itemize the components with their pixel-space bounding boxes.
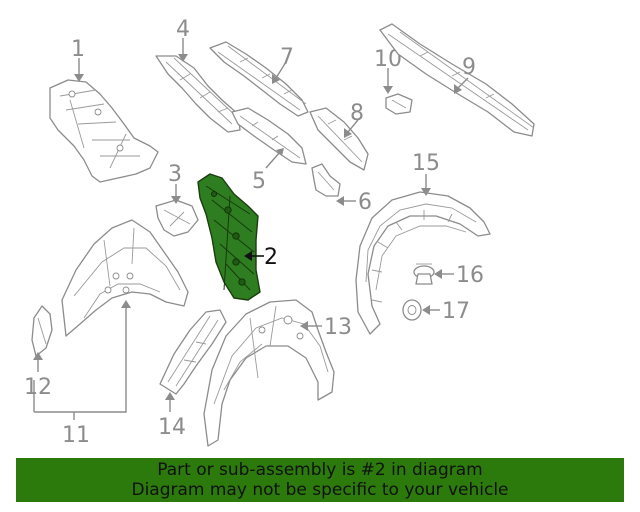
leader-11 [34, 306, 127, 413]
part-17[interactable] [402, 299, 422, 321]
callout-4[interactable]: 4 [176, 17, 190, 42]
arrowhead-9 [454, 84, 462, 94]
part-15[interactable] [355, 191, 491, 335]
arrowhead-3 [171, 196, 181, 204]
callout-11[interactable]: 11 [62, 423, 90, 448]
callout-2[interactable]: 2 [264, 245, 278, 270]
callout-3[interactable]: 3 [168, 162, 182, 187]
parts-diagram: 1 4 7 8 5 6 10 [24, 17, 535, 448]
callout-16[interactable]: 16 [456, 263, 484, 288]
arrowhead-5 [276, 148, 284, 156]
arrowhead-4 [178, 54, 188, 62]
arrowhead-6 [336, 196, 344, 206]
arrowhead-8 [344, 128, 352, 138]
arrowhead-14 [165, 392, 175, 400]
callout-15[interactable]: 15 [412, 151, 440, 176]
arrowhead-13 [300, 321, 308, 331]
part-10[interactable] [385, 93, 413, 115]
part-5[interactable] [231, 107, 307, 165]
arrowhead-12 [33, 352, 43, 360]
arrowhead-15 [421, 188, 431, 196]
part-3[interactable] [155, 199, 199, 237]
arrowhead-16 [434, 269, 442, 279]
callout-1[interactable]: 1 [71, 37, 85, 62]
part-2[interactable] [197, 173, 261, 301]
part-8[interactable] [309, 107, 369, 171]
part-13[interactable] [203, 299, 335, 447]
leader-8 [347, 119, 359, 133]
part-6[interactable] [311, 163, 341, 197]
leader-7 [275, 61, 287, 79]
callout-13[interactable]: 13 [324, 315, 352, 340]
arrowhead-10 [383, 86, 393, 94]
callout-7[interactable]: 7 [280, 45, 294, 70]
part-9[interactable] [379, 23, 535, 137]
info-banner: Part or sub-assembly is #2 in diagram Di… [16, 458, 624, 502]
part-16[interactable] [413, 263, 435, 285]
arrowhead-17 [422, 305, 430, 315]
part-12[interactable] [31, 305, 53, 357]
callout-6[interactable]: 6 [358, 190, 372, 215]
part-11[interactable] [61, 219, 189, 337]
callout-14[interactable]: 14 [158, 415, 186, 440]
arrowhead-2 [244, 251, 252, 261]
arrowhead-1 [74, 74, 84, 82]
banner-line-2: Diagram may not be specific to your vehi… [131, 480, 509, 500]
callout-8[interactable]: 8 [350, 101, 364, 126]
leader-9 [457, 77, 469, 89]
callout-17[interactable]: 17 [442, 299, 470, 324]
part-7[interactable] [209, 41, 309, 117]
part-4[interactable] [155, 55, 241, 133]
part-1[interactable] [49, 79, 159, 183]
leader-5 [265, 151, 281, 169]
callout-12[interactable]: 12 [24, 375, 52, 400]
part-14[interactable] [159, 309, 227, 395]
arrowhead-11 [121, 300, 131, 308]
arrowhead-7 [272, 74, 280, 84]
callout-5[interactable]: 5 [252, 169, 266, 194]
callout-9[interactable]: 9 [462, 55, 476, 80]
banner-line-1: Part or sub-assembly is #2 in diagram [157, 460, 483, 480]
